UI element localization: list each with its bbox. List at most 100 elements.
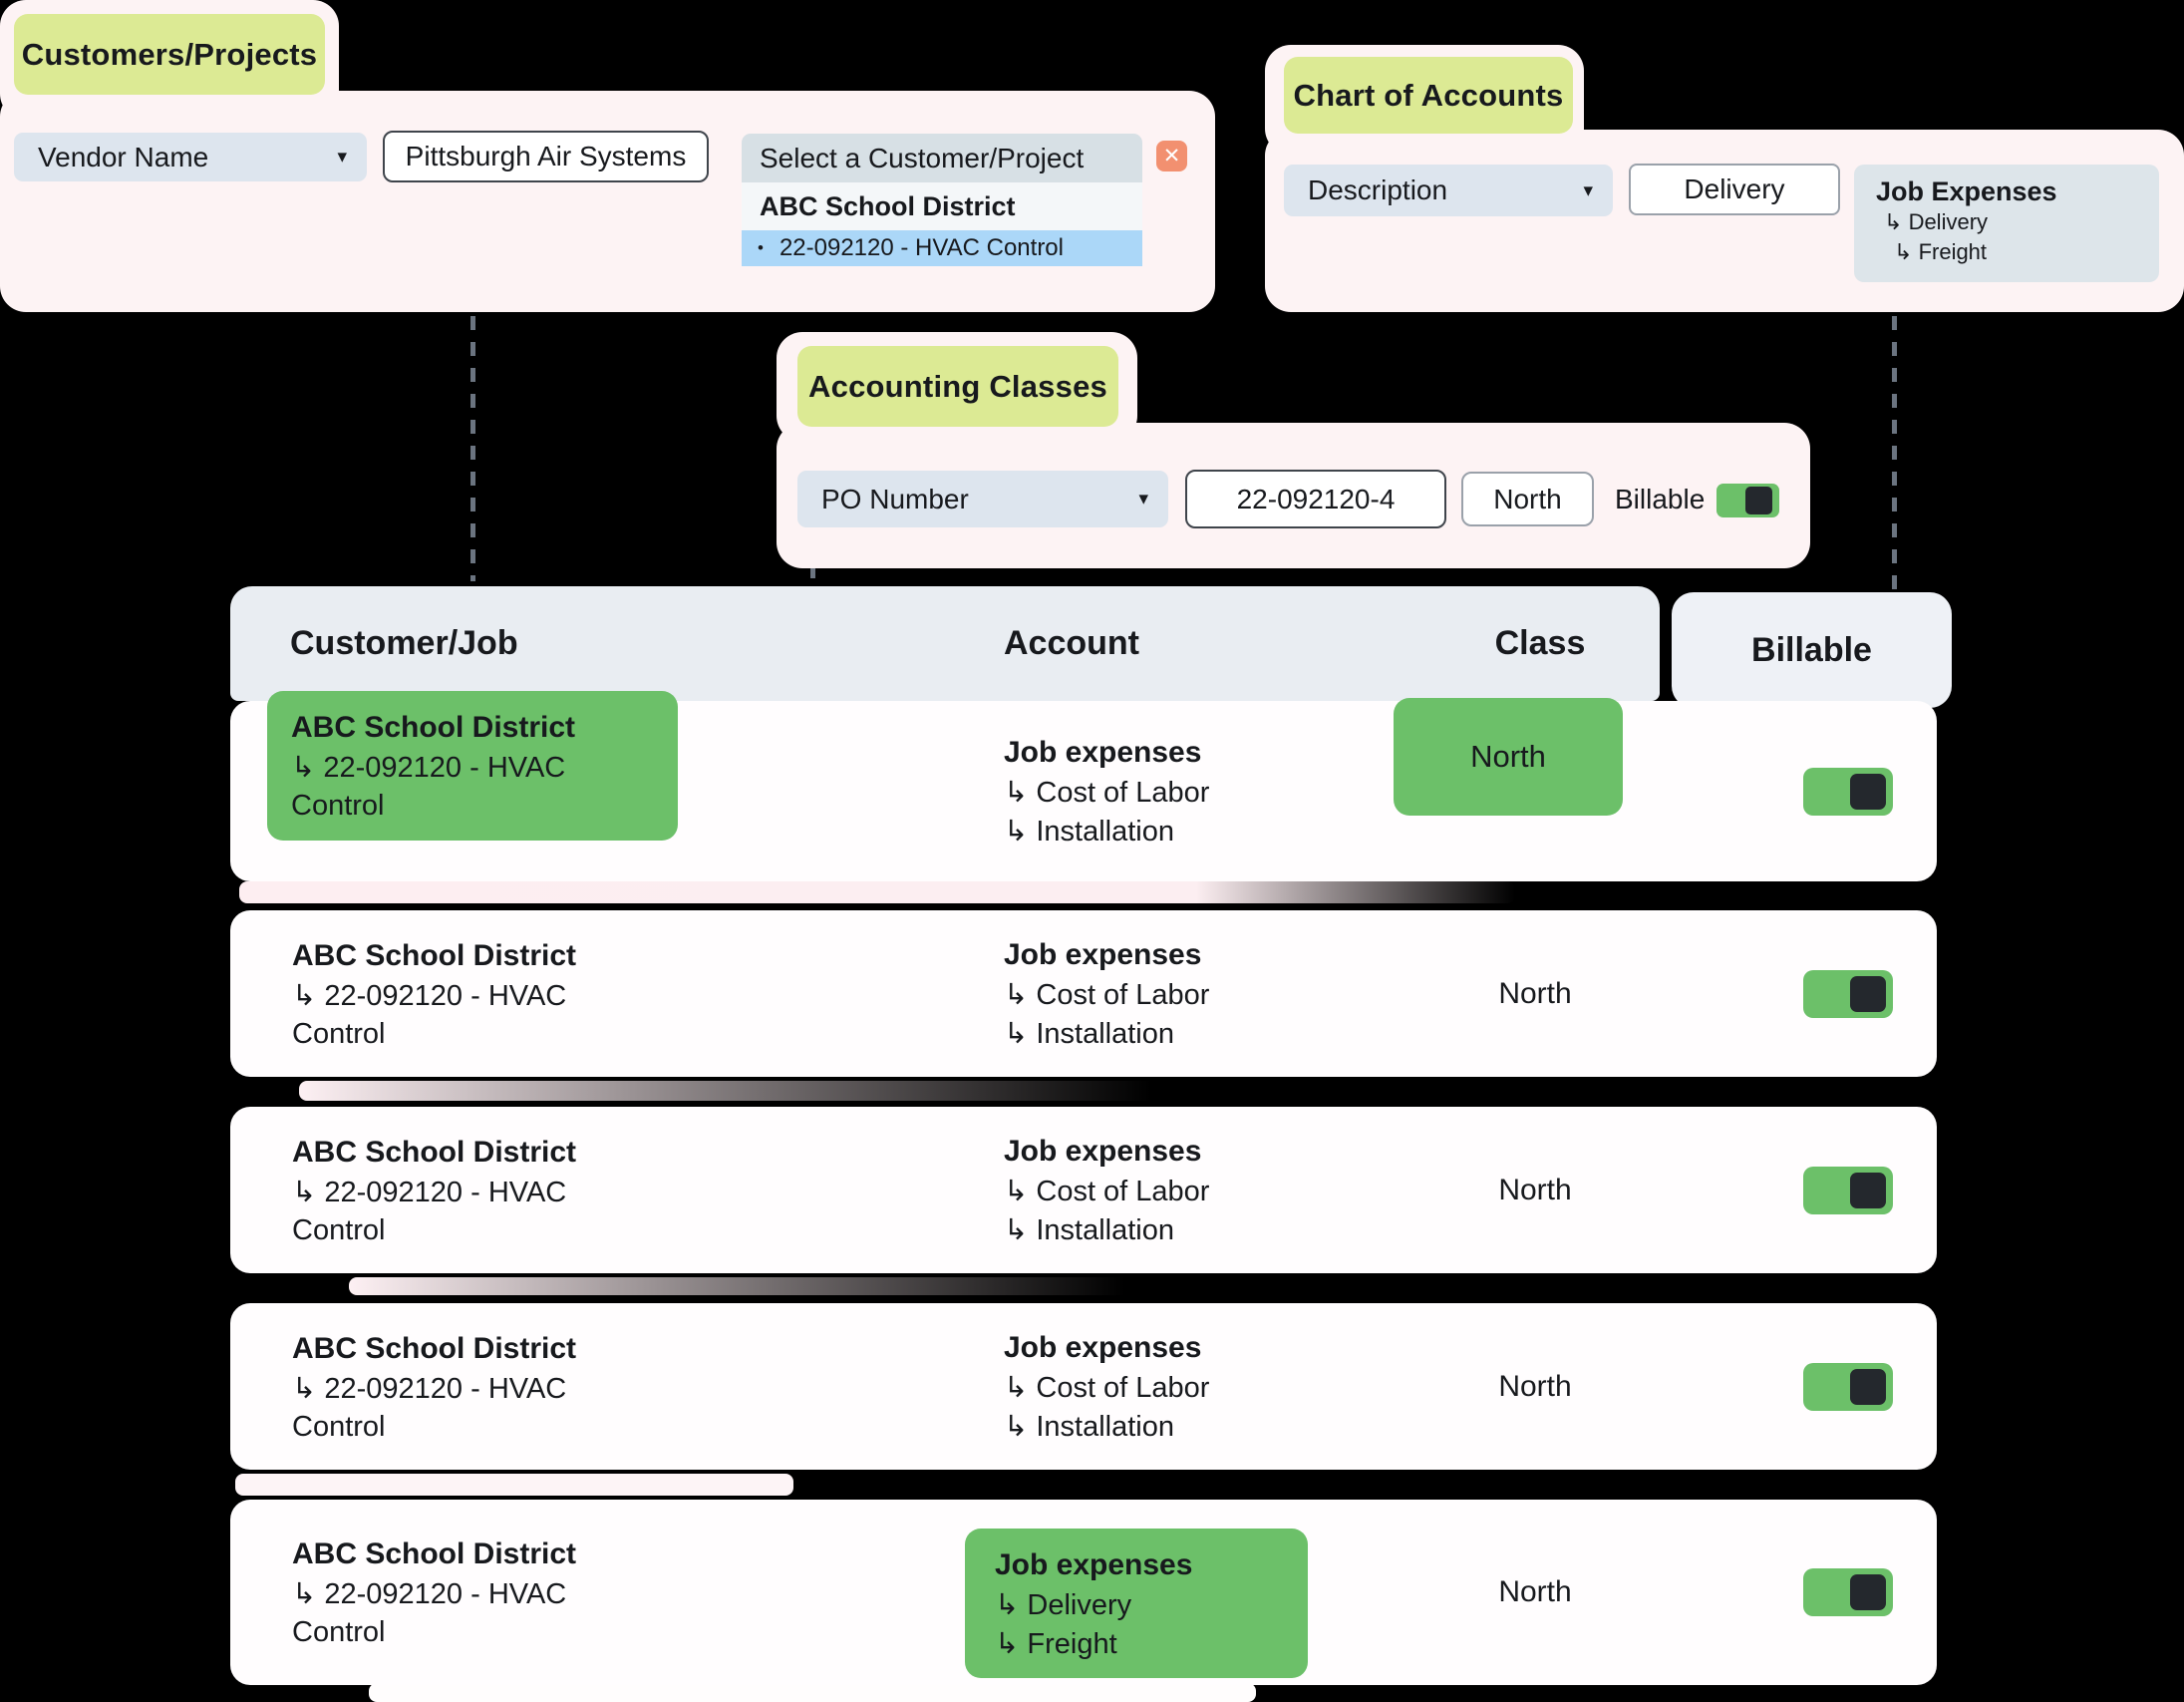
customer-project: ↳ 22-092120 - HVAC Control (291, 750, 566, 822)
account-tree-child: ↳ Freight (1894, 237, 2159, 267)
branch-arrow-icon: ↳ (1004, 1174, 1029, 1207)
customer-project-select[interactable]: Select a Customer/Project (742, 134, 1142, 182)
table-header: Customer/Job Account Class (230, 586, 1660, 701)
billable-label: Billable (1615, 483, 1706, 514)
account-subaccount: ↳ Installation (1004, 1016, 1175, 1050)
chevron-down-icon: ▾ (1583, 179, 1593, 201)
branch-arrow-icon: ↳ (292, 1576, 317, 1610)
account-cell: Job expenses↳ Cost of Labor↳ Installatio… (1004, 701, 1343, 881)
branch-arrow-icon: ↳ (1884, 210, 1903, 235)
vendor-name-select-label: Vendor Name (38, 141, 209, 172)
billable-toggle[interactable] (1716, 484, 1779, 517)
customer-project: ↳ 22-092120 - HVAC Control (292, 977, 567, 1050)
account-subaccount: ↳ Freight (995, 1625, 1117, 1660)
branch-arrow-icon: ↳ (292, 977, 317, 1012)
connector-dashed-line-customers (470, 316, 475, 581)
toggle-knob (1745, 487, 1772, 514)
account-cell: Job expenses ↳ Cost of Labor ↳ Installatio… (1004, 1107, 1343, 1273)
customer-cell: ABC School District↳ 22-092120 - HVAC Co… (292, 1303, 613, 1470)
account-tree-child-label: Freight (1918, 239, 1988, 264)
account-name: Job expenses (995, 1547, 1193, 1581)
account-name: Job expenses (1004, 1135, 1202, 1168)
connector-dashed-line-accounts (1892, 316, 1897, 589)
po-number-select[interactable]: PO Number ▾ (797, 471, 1168, 527)
header-account: Account (1004, 624, 1139, 662)
po-number-select-label: PO Number (821, 483, 969, 514)
customer-cell: ABC School District↳ 22-092120 - HVAC Co… (292, 1500, 613, 1685)
branch-arrow-icon: ↳ (1004, 1016, 1029, 1050)
vendor-name-input[interactable] (383, 131, 709, 182)
customer-cell: ABC School District ↳ 22-092120 - HVAC Co… (292, 910, 613, 1077)
account-name: Job expenses (1004, 1331, 1202, 1364)
branch-arrow-icon: ↳ (1004, 977, 1029, 1011)
account-cell: Job expenses ↳ Cost of Labor ↳ Installatio… (1004, 1303, 1343, 1470)
billable-toggle[interactable] (1803, 767, 1893, 816)
account-subaccount: ↳ Cost of Labor (1004, 1370, 1210, 1404)
header-customer-job: Customer/Job (290, 624, 518, 662)
account-tree-child: ↳ Delivery (1884, 207, 2159, 237)
account-subaccount: ↳ Installation (1004, 1409, 1175, 1443)
chevron-down-icon: ▾ (337, 147, 347, 168)
account-subaccount: ↳ Cost of Labor (1004, 1174, 1210, 1207)
branch-arrow-icon: ↳ (1894, 240, 1913, 265)
branch-arrow-icon: ↳ (995, 1625, 1020, 1660)
branch-arrow-icon: ↳ (292, 1174, 317, 1208)
vendor-name-select[interactable]: Vendor Name ▾ (14, 133, 367, 181)
billable-toggle[interactable] (1803, 969, 1893, 1018)
account-name: Job expenses (1004, 736, 1202, 769)
table-row: ABC School District ↳ 22-092120 - HVAC Co… (230, 910, 1937, 1077)
account-name: Job expenses (1004, 938, 1202, 971)
motion-blur-artifact (299, 1081, 1196, 1101)
billable-toggle[interactable] (1803, 1568, 1893, 1616)
branch-arrow-icon: ↳ (1004, 814, 1029, 848)
account-tree-title: Job Expenses (1876, 176, 2057, 206)
account-tree-child-label: Delivery (1908, 209, 1989, 234)
accounting-classes-tab: Accounting Classes (797, 346, 1118, 427)
po-number-input[interactable] (1185, 470, 1446, 528)
customer-cell-highlighted: ABC School District ↳ 22-092120 - HVAC Co… (267, 691, 678, 841)
toggle-knob (1850, 1172, 1886, 1208)
account-cell: Job expenses ↳ Cost of Labor ↳ Installatio… (1004, 910, 1343, 1077)
header-billable: Billable (1672, 592, 1952, 708)
motion-blur-artifact (235, 1474, 793, 1496)
toggle-knob (1850, 773, 1886, 810)
customer-project-options: ABC School District • 22-092120 - HVAC C… (742, 182, 1142, 266)
close-button[interactable]: ✕ (1156, 141, 1187, 171)
chevron-down-icon: ▾ (1138, 489, 1148, 510)
bullet-icon: • (758, 238, 764, 257)
branch-arrow-icon: ↳ (1004, 1409, 1029, 1443)
customer-name: ABC School District (292, 938, 577, 972)
branch-arrow-icon: ↳ (291, 750, 316, 784)
chart-of-accounts-tab: Chart of Accounts (1284, 57, 1573, 134)
class-value-input[interactable] (1461, 472, 1594, 526)
class-cell: North (1498, 1173, 1572, 1206)
description-select[interactable]: Description ▾ (1284, 165, 1613, 216)
option-customer-label: ABC School District (760, 190, 1016, 221)
account-value-input[interactable] (1629, 164, 1840, 215)
option-customer[interactable]: ABC School District (742, 182, 1142, 230)
customers-projects-tab: Customers/Projects (14, 14, 325, 95)
account-subaccount: ↳ Cost of Labor (1004, 977, 1210, 1011)
option-project-label: 22-092120 - HVAC Control (779, 234, 1064, 261)
option-project-selected[interactable]: • 22-092120 - HVAC Control (742, 230, 1142, 266)
customer-cell: ABC School District↳ 22-092120 - HVAC Co… (292, 1107, 613, 1273)
motion-blur-artifact (349, 1277, 1166, 1295)
customer-project: ↳ 22-092120 - HVAC Control (292, 1576, 567, 1648)
description-select-label: Description (1308, 174, 1448, 205)
toggle-knob (1850, 1368, 1886, 1405)
account-subaccount: ↳ Installation (1004, 814, 1175, 848)
class-cell: North (1498, 1369, 1572, 1403)
class-cell-highlighted: North (1394, 698, 1623, 816)
account-subaccount: ↳ Delivery (995, 1586, 1132, 1621)
customer-name: ABC School District (292, 1135, 577, 1169)
billable-toggle[interactable] (1803, 1362, 1893, 1411)
account-cell-highlighted: Job expenses ↳ Delivery ↳ Freight (965, 1529, 1308, 1678)
table-row: ABC School District↳ 22-092120 - HVAC Co… (230, 1500, 1937, 1685)
billable-toggle[interactable] (1803, 1166, 1893, 1214)
class-cell: North (1498, 976, 1572, 1010)
connector-dashed-line-classes (810, 564, 815, 592)
account-subaccount: ↳ Installation (1004, 1212, 1175, 1246)
branch-arrow-icon: ↳ (995, 1586, 1020, 1621)
toggle-knob (1850, 975, 1886, 1012)
customer-name: ABC School District (291, 711, 576, 744)
